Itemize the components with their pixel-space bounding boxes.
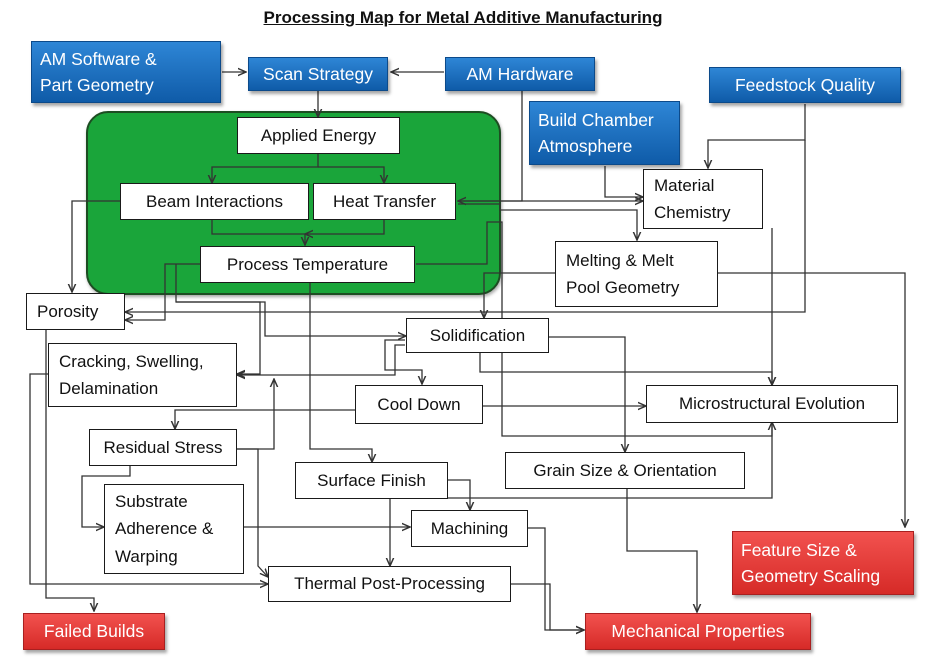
edge-hardware-to-heat xyxy=(458,91,523,201)
edge-machining-to-mechanical xyxy=(528,527,584,630)
node-feature-size: Feature Size & Geometry Scaling xyxy=(732,531,914,595)
edge-microstructure-to-thermal xyxy=(390,423,773,566)
edge-solidification-to-microstructure xyxy=(479,353,772,385)
node-build-chamber: Build Chamber Atmosphere xyxy=(529,101,680,165)
node-melting-geometry: Melting & Melt Pool Geometry xyxy=(555,241,718,307)
node-residual-stress: Residual Stress xyxy=(89,429,237,466)
node-failed-builds: Failed Builds xyxy=(23,613,165,650)
edge-beam-to-porosity xyxy=(72,200,120,292)
diagram-title: Processing Map for Metal Additive Manufa… xyxy=(263,8,663,27)
edge-energy-to-heat xyxy=(318,166,384,183)
edge-pt-to-solidification xyxy=(176,301,406,336)
node-scan-strategy: Scan Strategy xyxy=(248,57,388,91)
node-process-temperature: Process Temperature xyxy=(200,246,415,283)
edge-solidification-to-grain xyxy=(549,336,625,452)
edge-heat-to-melting xyxy=(458,203,637,240)
node-surface-finish: Surface Finish xyxy=(295,462,448,499)
node-applied-energy: Applied Energy xyxy=(237,117,400,154)
node-am-hardware: AM Hardware xyxy=(445,57,595,91)
edge-solidification-to-cracking xyxy=(237,344,405,375)
node-cracking: Cracking, Swelling, Delamination xyxy=(48,343,237,407)
node-thermal-post-processing: Thermal Post-Processing xyxy=(268,566,511,602)
edge-residual-to-substrate xyxy=(81,466,131,527)
edge-cracking-to-thermal xyxy=(29,373,268,584)
node-grain-size: Grain Size & Orientation xyxy=(505,452,745,489)
node-material-chemistry: Material Chemistry xyxy=(643,169,763,229)
edge-residual-to-thermal xyxy=(237,448,268,577)
edge-heat-to-process-temp xyxy=(305,220,385,234)
edge-grain-to-mechanical xyxy=(626,489,697,612)
edge-solidification-to-cooldown xyxy=(384,339,422,384)
edge-buildchamber-to-chemistry xyxy=(604,166,643,197)
node-beam-interactions: Beam Interactions xyxy=(120,183,309,220)
edge-cooldown-to-residual xyxy=(175,409,355,429)
edge-pt-to-porosity xyxy=(125,263,200,320)
node-heat-transfer: Heat Transfer xyxy=(313,183,456,220)
node-cool-down: Cool Down xyxy=(355,385,483,424)
edge-pt-to-surface xyxy=(309,283,372,462)
edge-beam-to-process-temp xyxy=(211,220,305,245)
node-solidification: Solidification xyxy=(406,318,549,353)
node-microstructural-evolution: Microstructural Evolution xyxy=(646,385,898,423)
node-feedstock-quality: Feedstock Quality xyxy=(709,67,901,103)
edge-feedstock-to-chemistry xyxy=(708,104,806,168)
edge-thermal-to-mechanical xyxy=(511,583,584,630)
edge-residual-to-cracking-loop xyxy=(237,379,274,450)
edge-surface-to-machining xyxy=(448,479,470,510)
edge-feedstock-to-porosity xyxy=(125,140,806,312)
node-porosity: Porosity xyxy=(26,293,125,330)
node-machining: Machining xyxy=(411,510,528,547)
edge-melting-to-solidification xyxy=(484,272,555,318)
edge-melting-to-featuresize xyxy=(718,272,905,527)
node-substrate-adherence: Substrate Adherence & Warping xyxy=(104,484,244,574)
node-mechanical-properties: Mechanical Properties xyxy=(585,613,811,650)
node-am-software: AM Software & Part Geometry xyxy=(31,41,221,103)
edge-porosity-to-failed xyxy=(45,330,94,611)
edge-energy-to-beam xyxy=(212,154,319,183)
